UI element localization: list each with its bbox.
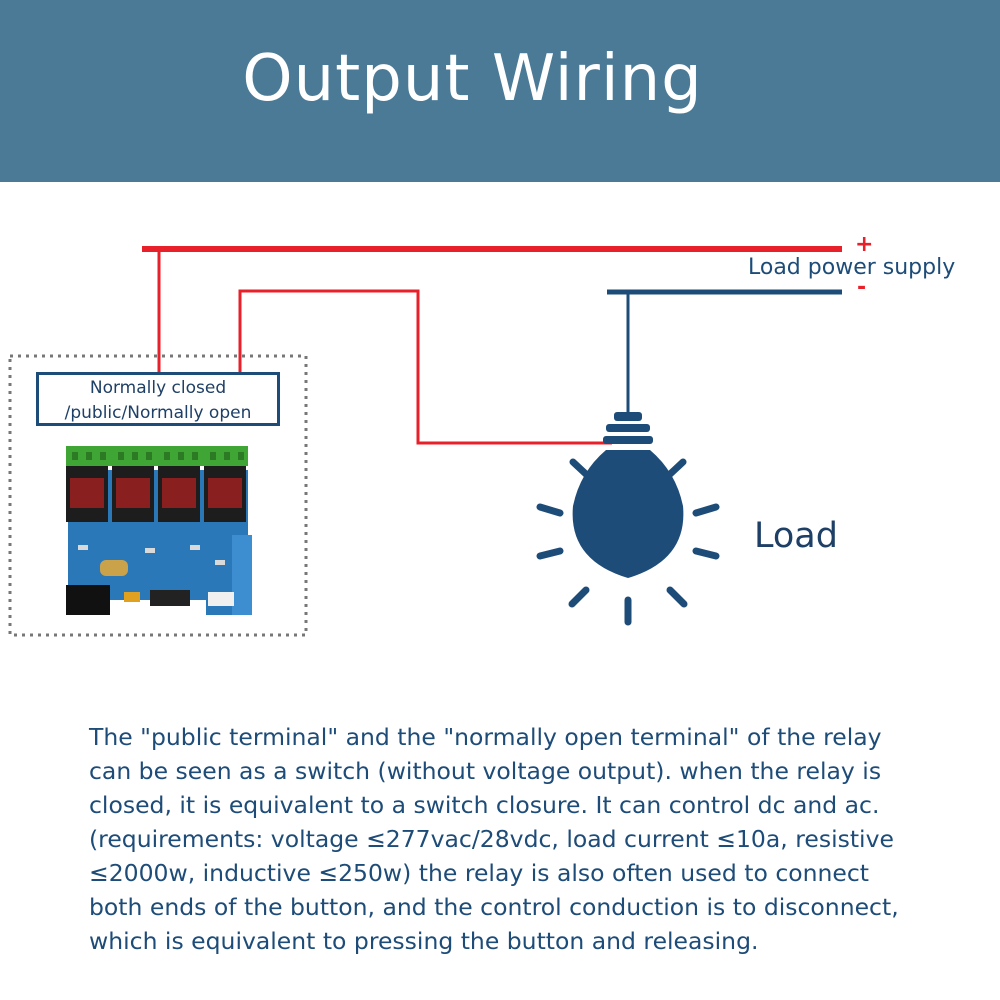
light-bulb-icon — [572, 412, 684, 578]
terminal-label-line1: Normally closed — [89, 378, 227, 398]
negative-terminal-sign: - — [857, 275, 867, 300]
description-text: The "public terminal" and the "normally … — [89, 720, 969, 958]
relay-frame — [8, 354, 308, 637]
terminal-label-box: Normally closed /public/Normally open — [36, 372, 280, 426]
relay-board-icon — [66, 446, 252, 615]
header-banner: Output Wiring — [0, 0, 1000, 182]
positive-terminal-sign: + — [855, 232, 874, 257]
description-line: ≤2000w, inductive ≤250w) the relay is al… — [89, 859, 869, 887]
description-line: (requirements: voltage ≤277vac/28vdc, lo… — [89, 825, 894, 853]
terminal-label-line2: /public/Normally open — [64, 403, 252, 423]
light-rays — [536, 458, 720, 626]
load-feed-wire — [238, 289, 612, 445]
description-line: both ends of the button, and the control… — [89, 893, 899, 921]
description-line: which is equivalent to pressing the butt… — [89, 927, 759, 955]
description-line: closed, it is equivalent to a switch clo… — [89, 791, 880, 819]
page-title: Output Wiring — [242, 42, 703, 116]
description-line: The "public terminal" and the "normally … — [89, 723, 882, 751]
load-label: Load — [754, 516, 838, 556]
description-line: can be seen as a switch (without voltage… — [89, 757, 882, 785]
power-supply-label: Load power supply — [748, 255, 956, 280]
